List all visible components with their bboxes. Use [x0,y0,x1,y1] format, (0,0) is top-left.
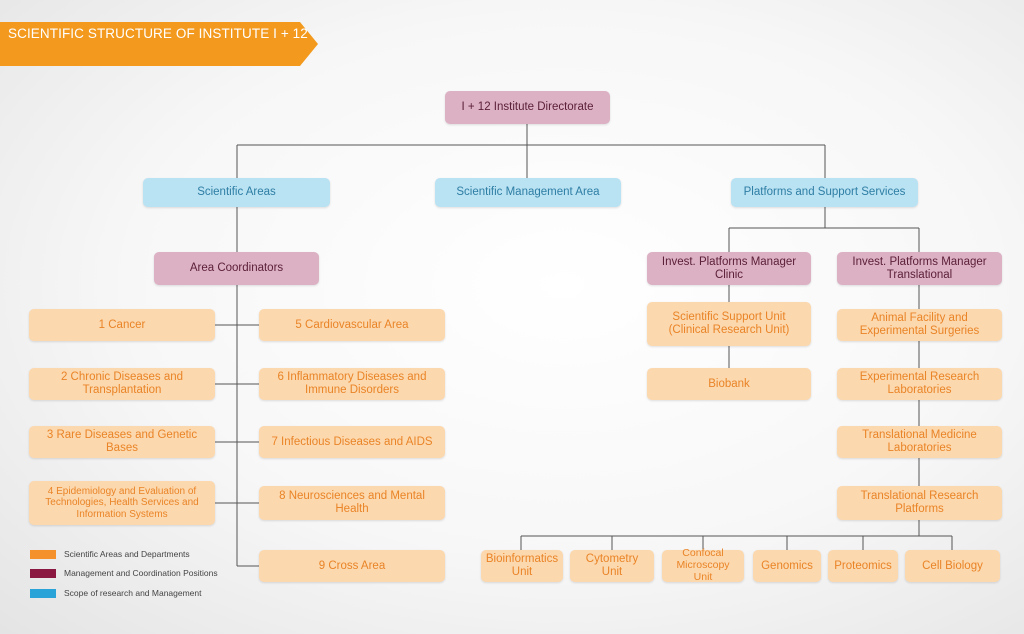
legend-label: Management and Coordination Positions [64,568,218,578]
page-title: SCIENTIFIC STRUCTURE OF INSTITUTE I + 12 [8,26,308,41]
node-bioinformatics-unit: Bioinformatics Unit [481,550,563,582]
legend-item-maroon: Management and Coordination Positions [30,567,218,579]
legend-label: Scope of research and Management [64,588,202,598]
node-experimental-research-labs: Experimental Research Laboratories [837,368,1002,400]
node-translational-medicine-labs: Translational Medicine Laboratories [837,426,1002,458]
node-area-6-inflammatory: 6 Inflammatory Diseases and Immune Disor… [259,368,445,400]
node-area-5-cardiovascular: 5 Cardiovascular Area [259,309,445,341]
node-area-coordinators: Area Coordinators [154,252,319,285]
node-genomics: Genomics [753,550,821,582]
node-scientific-areas: Scientific Areas [143,178,330,207]
node-area-2-chronic-diseases: 2 Chronic Diseases and Transplantation [29,368,215,400]
node-animal-facility: Animal Facility and Experimental Surgeri… [837,309,1002,341]
node-platforms-support-services: Platforms and Support Services [731,178,918,207]
legend-swatch [30,588,56,598]
node-manager-clinic: Invest. Platforms Manager Clinic [647,252,811,285]
title-banner [0,22,318,66]
node-scientific-management-area: Scientific Management Area [435,178,621,207]
legend-item-blue: Scope of research and Management [30,587,202,599]
node-cell-biology: Cell Biology [905,550,1000,582]
node-confocal-microscopy-unit: Confocal Microscopy Unit [662,547,744,583]
node-area-3-rare-diseases: 3 Rare Diseases and Genetic Bases [29,426,215,458]
node-area-7-infectious: 7 Infectious Diseases and AIDS [259,426,445,458]
legend-item-orange: Scientific Areas and Departments [30,548,190,560]
node-area-1-cancer: 1 Cancer [29,309,215,341]
node-area-4-epidemiology: 4 Epidemiology and Evaluation of Technol… [29,481,215,525]
node-area-9-cross-area: 9 Cross Area [259,550,445,582]
node-translational-research-platforms: Translational Research Platforms [837,486,1002,520]
node-manager-translational: Invest. Platforms Manager Translational [837,252,1002,285]
node-area-8-neurosciences: 8 Neurosciences and Mental Health [259,486,445,520]
legend-swatch [30,549,56,559]
legend-label: Scientific Areas and Departments [64,549,190,559]
node-biobank: Biobank [647,368,811,400]
node-directorate: I + 12 Institute Directorate [445,91,610,124]
legend-swatch [30,568,56,578]
node-proteomics: Proteomics [828,550,898,582]
node-scientific-support-unit: Scientific Support Unit (Clinical Resear… [647,302,811,346]
node-cytometry-unit: Cytometry Unit [570,550,654,582]
